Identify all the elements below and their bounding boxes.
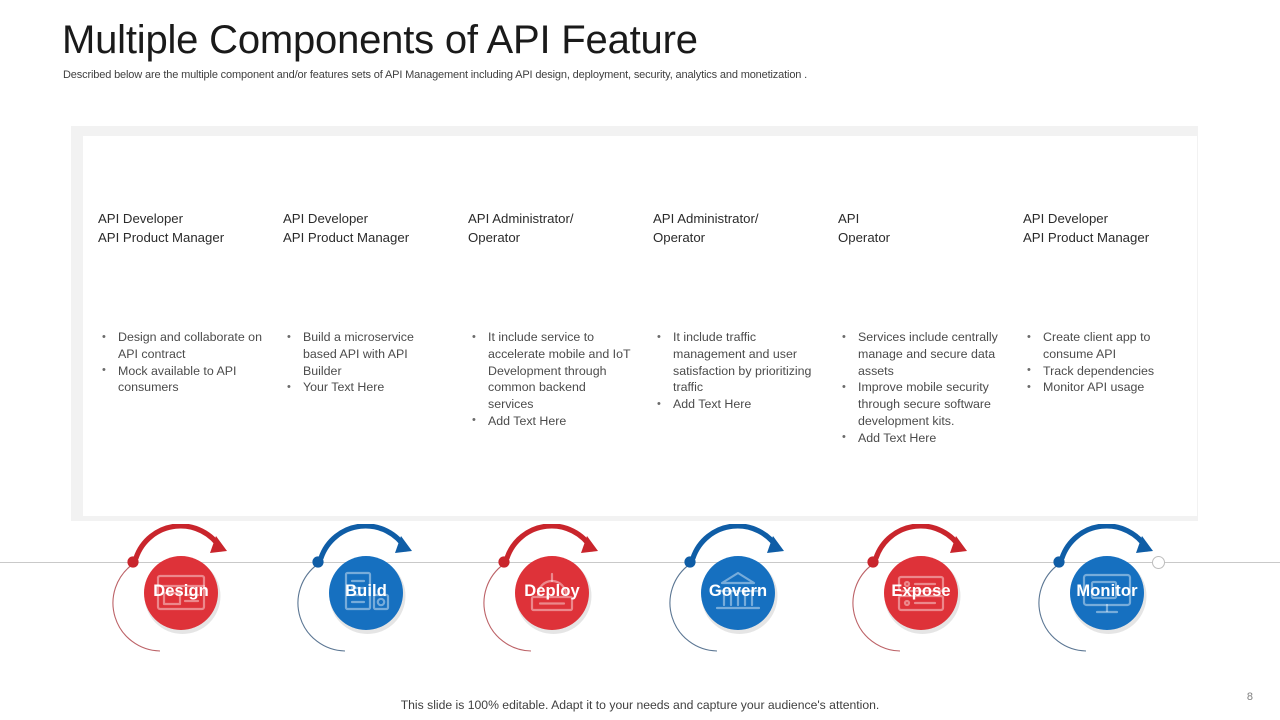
bullet-item: Mock available to API consumers [98,362,262,397]
stage-badges-row: Design Build Deploy Govern Expose Monito… [0,524,1280,674]
content-panel-inner [83,136,1197,516]
bullet-item: It include service to accelerate mobile … [468,329,632,413]
bullet-item: Build a microservice based API with API … [283,328,447,379]
timeline-endpoint-circle-icon [1152,556,1165,569]
stage-badge-build[interactable]: Build [273,524,459,674]
component-column-6: API Developer API Product ManagerCreate … [1008,136,1193,516]
page-subtitle: Described below are the multiple compone… [63,69,808,81]
bullet-item: Add Text Here [653,396,817,413]
column-bullet-list: Services include centrally manage and se… [838,328,1002,447]
stage-badge-govern[interactable]: Govern [645,524,831,674]
timeline-connector-line [0,562,1280,563]
footer-note: This slide is 100% editable. Adapt it to… [400,698,880,712]
expose-icon [897,575,945,612]
column-bullet-list: Build a microservice based API with API … [283,328,447,396]
component-column-4: API Administrator/ Operator It include tr… [638,136,823,516]
bullet-item: Improve mobile security through secure s… [838,379,1002,429]
column-bullet-list: Create client app to consume APITrack de… [1023,329,1187,396]
component-column-1: API Developer API Product ManagerDesign … [83,136,268,516]
design-icon [156,574,206,611]
stage-badge-expose[interactable]: Expose [828,524,1014,674]
column-bullet-list: It include traffic management and user s… [653,328,817,413]
stage-badge-monitor[interactable]: Monitor [1014,524,1200,674]
column-bullet-list: It include service to accelerate mobile … [468,329,632,430]
component-column-5: API OperatorServices include centrally m… [823,136,1008,516]
column-role-label: API Developer API Product Manager [1023,211,1150,245]
columns-container: API Developer API Product ManagerDesign … [83,136,1197,516]
bullet-item: It include traffic management and user s… [653,328,817,396]
column-bullet-list: Design and collaborate on API contractMo… [98,329,262,396]
bullet-item: Design and collaborate on API contract [98,329,262,363]
bullet-item: Track dependencies [1023,362,1187,380]
column-role-label: API Developer API Product Manager [98,211,225,245]
component-column-3: API Administrator/ Operator It include se… [453,136,638,516]
bullet-item: Create client app to consume API [1023,329,1187,363]
column-role-label: API Operator [838,211,891,245]
monitor-icon [1082,573,1132,614]
stage-badge-deploy[interactable]: Deploy [459,524,645,674]
bullet-item: Services include centrally manage and se… [838,328,1002,379]
bullet-item: Monitor API usage [1023,379,1187,396]
stage-badge-design[interactable]: Design [88,524,274,674]
build-icon [344,571,390,611]
bullet-item: Add Text Here [468,412,632,430]
page-number: 8 [1246,691,1253,703]
govern-icon [715,571,761,610]
column-role-label: API Developer API Product Manager [283,211,410,245]
component-column-2: API Developer API Product ManagerBuild a… [268,136,453,516]
deploy-icon [530,572,574,612]
column-role-label: API Administrator/ Operator [468,211,574,245]
bullet-item: Your Text Here [283,379,447,396]
page-title: Multiple Components of API Feature [62,18,698,62]
bullet-item: Add Text Here [838,429,1002,447]
column-role-label: API Administrator/ Operator [653,211,759,245]
